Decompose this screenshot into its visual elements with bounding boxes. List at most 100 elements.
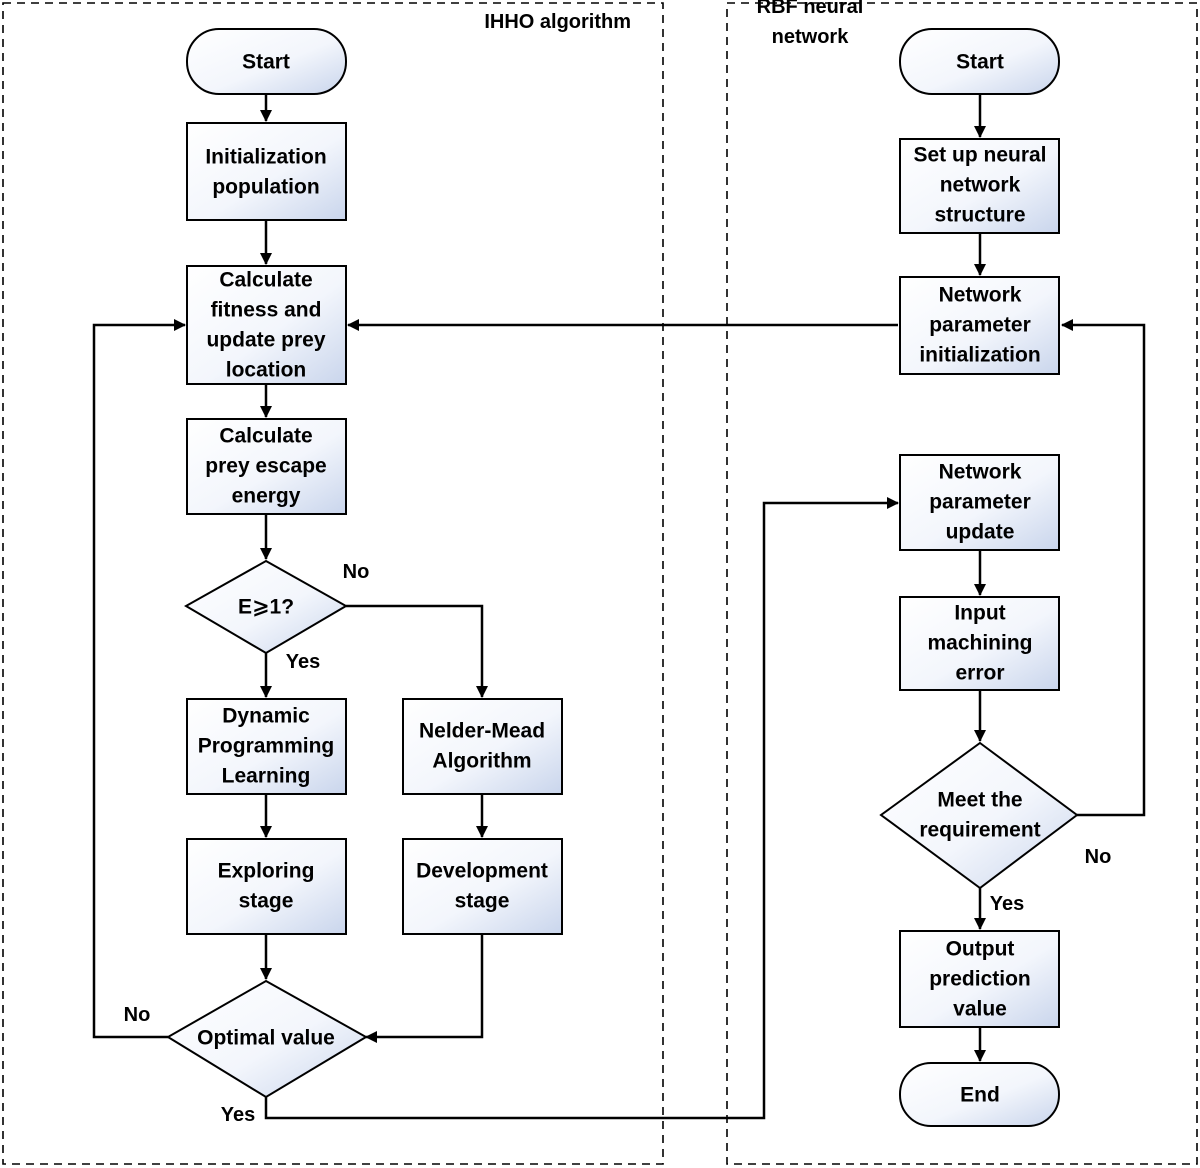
node-meet-requirement: Meet the requirement	[879, 741, 1079, 890]
label-line: E⩾1?	[238, 596, 294, 619]
label-line: population	[212, 176, 319, 199]
process-box	[402, 698, 563, 795]
edge-development-to-optimal	[365, 934, 484, 1043]
node-label: Calculate prey escape energy	[205, 425, 326, 508]
label-line: update prey	[206, 329, 325, 352]
label-line: Input	[954, 602, 1005, 625]
node-init-population: Initialization population	[186, 122, 347, 221]
node-exploring-stage: Exploring stage	[186, 838, 347, 935]
label-line: location	[226, 359, 307, 382]
label-line: value	[953, 998, 1007, 1021]
node-label: End	[960, 1084, 1000, 1107]
edges	[92, 94, 1146, 1120]
echeck-no-label: No	[343, 561, 370, 583]
label-line: prediction	[929, 968, 1031, 991]
label-line: Meet the	[937, 789, 1022, 812]
node-label: Meet the requirement	[919, 789, 1040, 842]
label-line: Exploring	[218, 860, 315, 883]
decision-diamond	[166, 979, 368, 1099]
label-line: network	[772, 26, 850, 48]
node-label: Input machining error	[927, 602, 1032, 685]
label-line: Start	[956, 51, 1004, 74]
label-line: Algorithm	[432, 750, 531, 773]
ihho-group: IHHO algorithm	[2, 2, 664, 1165]
node-label: Set up neural network structure	[913, 144, 1046, 227]
label-line: parameter	[929, 491, 1031, 514]
node-optimal-value: Optimal value	[166, 979, 368, 1099]
label-line: network	[940, 174, 1021, 197]
label-line: Nelder-Mead	[419, 720, 545, 743]
node-rbf-end: End	[899, 1062, 1060, 1127]
label-line: initialization	[919, 344, 1040, 367]
label-line: error	[955, 662, 1004, 685]
label-line: stage	[455, 890, 510, 913]
process-box	[899, 454, 1060, 551]
node-label: Initialization population	[205, 146, 326, 199]
label-line: Initialization	[205, 146, 326, 169]
node-label: Calculate fitness and update prey location	[206, 269, 325, 382]
label-line: update	[946, 521, 1015, 544]
rbf-group: RBF neural network	[726, 0, 1198, 1165]
label-line: requirement	[919, 819, 1040, 842]
edge-optimal-no-loop	[92, 319, 186, 1039]
label-line: structure	[934, 204, 1025, 227]
label-line: Development	[416, 860, 548, 883]
label-line: machining	[927, 632, 1032, 655]
label-line: Set up neural	[913, 144, 1046, 167]
echeck-yes-label: Yes	[286, 651, 320, 673]
process-box	[899, 596, 1060, 691]
label-line: RBF neural	[757, 0, 864, 18]
edge-meetreq-no-loop	[1061, 319, 1146, 817]
rbf-group-title: RBF neural network	[757, 0, 864, 48]
process-box	[186, 838, 347, 935]
node-label: Optimal value	[197, 1027, 335, 1050]
terminal-shape	[899, 1062, 1060, 1127]
meetreq-yes-label: Yes	[990, 893, 1024, 915]
label-line: stage	[239, 890, 294, 913]
process-box	[186, 418, 347, 515]
process-box	[402, 838, 563, 935]
decision-diamond	[183, 559, 349, 655]
ihho-group-border	[2, 2, 664, 1165]
ihho-group-title: IHHO algorithm	[484, 11, 631, 33]
edge-labels: No Yes No Yes No Yes	[124, 561, 1112, 1126]
node-e-check: E⩾1?	[183, 559, 349, 655]
node-output-prediction: Output prediction value	[899, 930, 1060, 1028]
optimal-no-label: No	[124, 1004, 151, 1026]
node-label: Network parameter update	[929, 461, 1031, 544]
label-line: Output	[946, 938, 1015, 961]
node-calc-energy: Calculate prey escape energy	[186, 418, 347, 515]
edge-optimal-yes-to-update	[264, 497, 899, 1120]
node-input-error: Input machining error	[899, 596, 1060, 691]
process-box	[899, 930, 1060, 1028]
node-setup-network: Set up neural network structure	[899, 138, 1060, 234]
label-line: fitness and	[211, 299, 322, 322]
edge-echeck-no	[346, 604, 488, 698]
node-ihho-start: Start	[186, 28, 347, 95]
label-line: Network	[939, 461, 1022, 484]
meetreq-no-label: No	[1085, 846, 1112, 868]
terminal-shape	[899, 28, 1060, 95]
label-line: Calculate	[219, 269, 312, 292]
node-network-param-update: Network parameter update	[899, 454, 1060, 551]
label-line: Learning	[222, 765, 311, 788]
label-line: Dynamic	[222, 705, 310, 728]
label-line: energy	[232, 485, 301, 508]
label-line: prey escape	[205, 455, 326, 478]
rbf-group-border	[726, 2, 1198, 1165]
process-box	[899, 138, 1060, 234]
process-box	[186, 122, 347, 221]
label-line: Optimal value	[197, 1027, 335, 1050]
label-line: Calculate	[219, 425, 312, 448]
node-label: Development stage	[416, 860, 548, 913]
node-label: Start	[956, 51, 1004, 74]
node-rbf-start: Start	[899, 28, 1060, 95]
terminal-shape	[186, 28, 347, 95]
label-line: Network	[939, 284, 1022, 307]
